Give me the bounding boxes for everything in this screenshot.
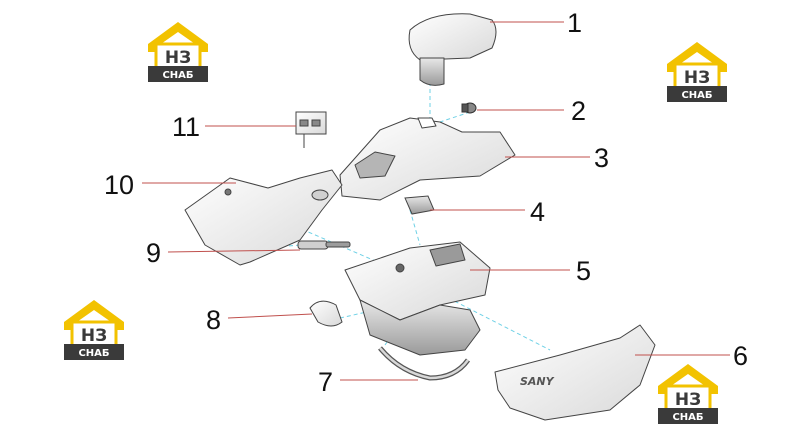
watermark-logo-top-right: НЗ СНАБ <box>665 40 729 104</box>
part-6-right-panel: SANY <box>494 324 656 421</box>
part-11-bracket <box>295 111 327 148</box>
leader-lines <box>142 21 730 381</box>
callout-8: 8 <box>206 305 221 335</box>
part-8-knob <box>309 300 343 327</box>
watermark-bottom-text: СНАБ <box>162 70 193 81</box>
callout-9: 9 <box>146 238 161 268</box>
callout-4: 4 <box>530 197 545 227</box>
part-9-gas-spring <box>297 240 351 250</box>
watermark-top-text: НЗ <box>675 390 701 410</box>
part-3-top-cover <box>339 117 516 201</box>
watermark-top-text: НЗ <box>165 48 191 68</box>
callout-1: 1 <box>567 8 582 38</box>
callout-7: 7 <box>318 367 333 397</box>
callout-6: 6 <box>733 341 748 371</box>
watermark-logo-top-left: НЗ СНАБ <box>146 20 210 84</box>
part-7-handle <box>378 346 471 381</box>
part-5-base-frame <box>344 241 491 356</box>
part-4-clip <box>404 195 435 215</box>
callout-10: 10 <box>104 170 134 200</box>
watermark-bottom-text: СНАБ <box>681 90 712 101</box>
callout-numbers: 1 2 3 4 5 6 7 8 9 10 11 <box>104 8 748 397</box>
callout-5: 5 <box>576 256 591 286</box>
callout-2: 2 <box>571 96 586 126</box>
part-10-left-panel <box>184 169 343 266</box>
callout-11: 11 <box>172 112 200 142</box>
part-1-armrest-pad <box>408 13 497 86</box>
part-2-screw <box>461 102 477 114</box>
sany-brand-mark: SANY <box>520 375 555 388</box>
watermark-logo-bottom-right: НЗ СНАБ <box>656 362 720 426</box>
callout-3: 3 <box>594 143 609 173</box>
watermark-bottom-text: СНАБ <box>672 412 703 423</box>
watermark-logo-bottom-left: НЗ СНАБ <box>62 298 126 362</box>
watermark-top-text: НЗ <box>81 326 107 346</box>
watermark-bottom-text: СНАБ <box>78 348 109 359</box>
watermark-top-text: НЗ <box>684 68 710 88</box>
